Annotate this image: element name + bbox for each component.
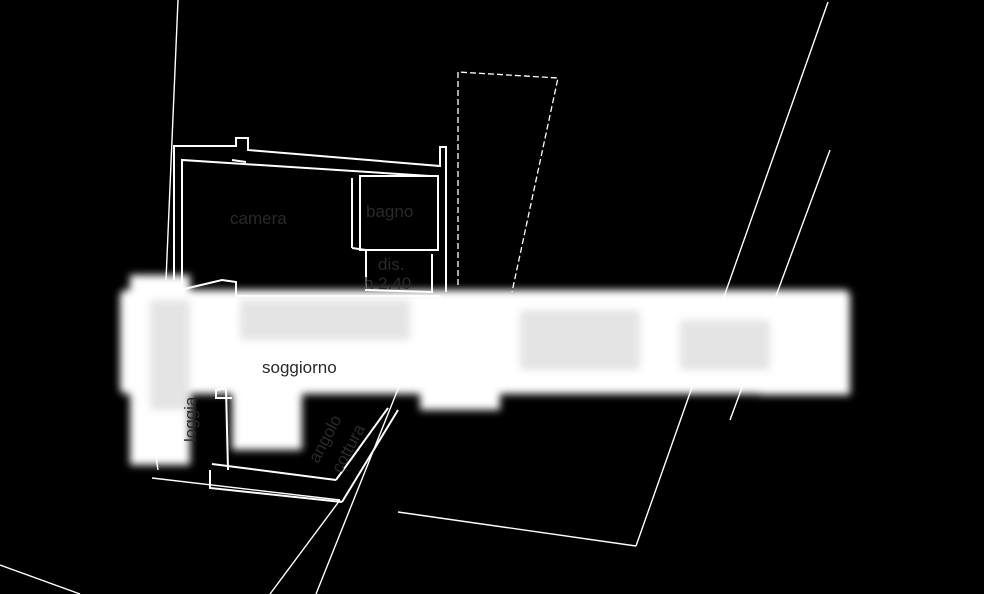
walls xyxy=(173,137,447,503)
room-label-camera: camera xyxy=(230,209,287,228)
room-label-soggiorno: soggiorno xyxy=(262,358,337,377)
room-label-dis: dis. xyxy=(378,255,404,274)
room-label-bagno: bagno xyxy=(366,202,413,221)
boundary-lines xyxy=(0,0,831,594)
parcel-outline xyxy=(457,71,559,293)
room-label-loggia: loggia xyxy=(181,396,200,442)
room-label-height: h 2.40 xyxy=(364,274,411,293)
blurred-shading xyxy=(150,300,770,410)
